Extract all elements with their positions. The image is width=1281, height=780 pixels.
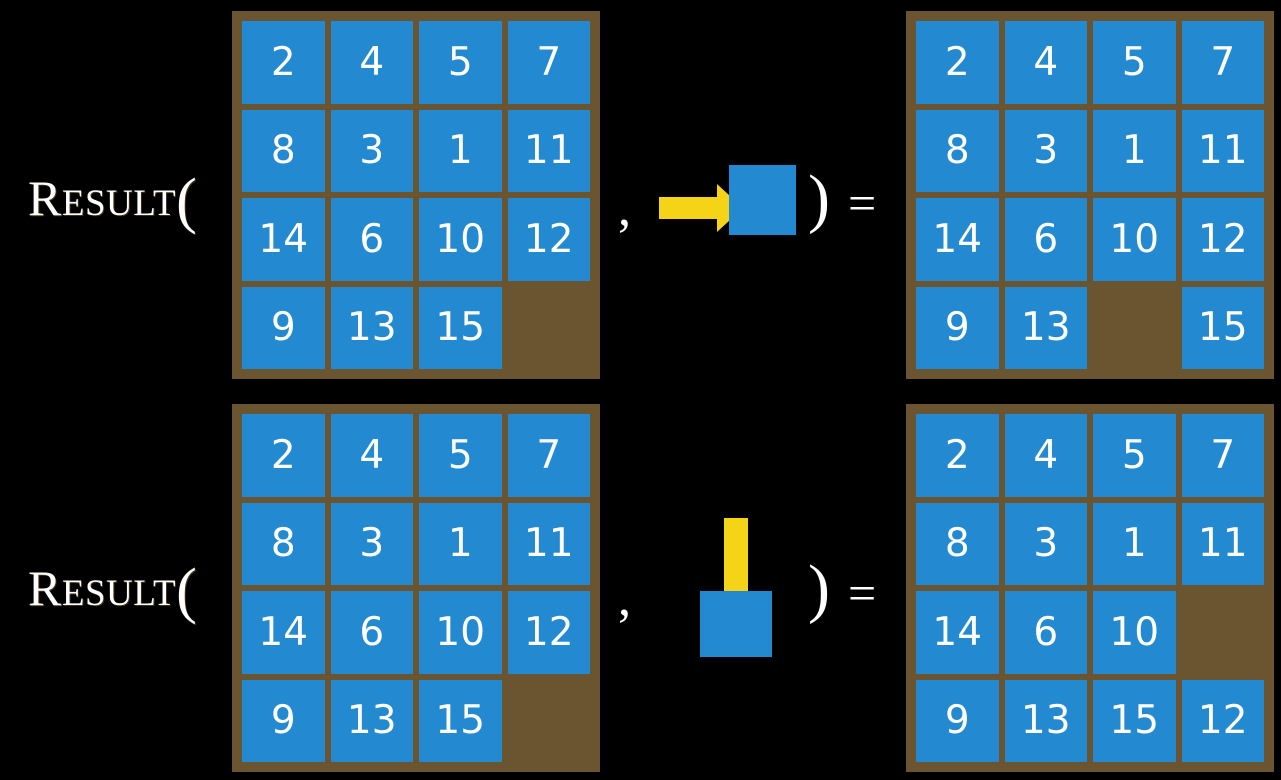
output-board-row-1: 2 4 5 7 8 3 1 11 14 6 10 12 9 13 15 xyxy=(906,11,1274,379)
tile[interactable]: 3 xyxy=(330,109,413,192)
tile[interactable]: 1 xyxy=(1093,502,1176,585)
tile[interactable]: 8 xyxy=(916,502,999,585)
output-grid-row-2: 2 4 5 7 8 3 1 11 14 6 10 9 13 15 12 xyxy=(916,414,1264,762)
blank-tile[interactable] xyxy=(1093,287,1176,370)
tile[interactable]: 9 xyxy=(916,286,999,369)
tile[interactable]: 9 xyxy=(916,679,999,762)
tile[interactable]: 13 xyxy=(330,286,413,369)
tile[interactable]: 9 xyxy=(242,286,325,369)
tile[interactable]: 7 xyxy=(1181,21,1264,104)
tile[interactable]: 10 xyxy=(419,591,502,674)
operator-area-row-1: , ) = xyxy=(600,0,906,390)
equation-row-2: RESULT( 2 4 5 7 8 3 1 11 14 6 10 12 9 13… xyxy=(0,390,1281,780)
tile[interactable]: 12 xyxy=(507,591,590,674)
tile[interactable]: 15 xyxy=(419,679,502,762)
tile[interactable]: 6 xyxy=(330,198,413,281)
tile[interactable]: 4 xyxy=(1004,414,1087,497)
tile[interactable]: 5 xyxy=(419,414,502,497)
tile[interactable]: 15 xyxy=(1093,679,1176,762)
tile[interactable]: 15 xyxy=(419,286,502,369)
tile[interactable]: 14 xyxy=(916,591,999,674)
tile[interactable]: 1 xyxy=(419,109,502,192)
close-paren: ) xyxy=(808,162,830,235)
move-down-tile[interactable] xyxy=(700,591,772,657)
tile[interactable]: 3 xyxy=(1004,502,1087,585)
tile[interactable]: 12 xyxy=(1181,679,1264,762)
result-initial-glyph: R xyxy=(28,170,62,226)
tile[interactable]: 3 xyxy=(1004,109,1087,192)
tile[interactable]: 12 xyxy=(507,198,590,281)
tile[interactable]: 6 xyxy=(1004,198,1087,281)
comma-separator: , xyxy=(618,180,631,237)
arrow-right-icon xyxy=(659,197,719,219)
tile[interactable]: 2 xyxy=(242,414,325,497)
tile[interactable]: 14 xyxy=(242,591,325,674)
tile[interactable]: 10 xyxy=(419,198,502,281)
tile[interactable]: 10 xyxy=(1093,591,1176,674)
tile[interactable]: 2 xyxy=(916,21,999,104)
blank-tile[interactable] xyxy=(1182,591,1265,674)
result-function-label-row-2: RESULT( xyxy=(28,554,197,622)
close-paren: ) xyxy=(808,552,830,625)
input-grid-row-2: 2 4 5 7 8 3 1 11 14 6 10 12 9 13 15 xyxy=(242,414,590,762)
input-board-row-1: 2 4 5 7 8 3 1 11 14 6 10 12 9 13 15 xyxy=(232,11,600,379)
arrow-down-icon xyxy=(724,518,748,600)
tile[interactable]: 8 xyxy=(242,502,325,585)
result-smallcaps-glyphs: ESULT xyxy=(61,573,177,614)
equals-sign: = xyxy=(848,175,877,231)
tile[interactable]: 8 xyxy=(242,109,325,192)
tile[interactable]: 13 xyxy=(330,679,413,762)
tile[interactable]: 8 xyxy=(916,109,999,192)
tile[interactable]: 6 xyxy=(1004,591,1087,674)
move-right-tile[interactable] xyxy=(729,165,796,235)
tile[interactable]: 11 xyxy=(1181,502,1264,585)
comma-separator: , xyxy=(618,570,631,627)
tile[interactable]: 5 xyxy=(1093,414,1176,497)
tile[interactable]: 9 xyxy=(242,679,325,762)
tile[interactable]: 2 xyxy=(242,21,325,104)
equals-sign: = xyxy=(848,565,877,621)
result-function-label-row-1: RESULT( xyxy=(28,164,197,232)
tile[interactable]: 14 xyxy=(242,198,325,281)
open-paren: ( xyxy=(176,557,198,625)
tile[interactable]: 12 xyxy=(1181,198,1264,281)
output-grid-row-1: 2 4 5 7 8 3 1 11 14 6 10 12 9 13 15 xyxy=(916,21,1264,369)
tile[interactable]: 7 xyxy=(1181,414,1264,497)
tile[interactable]: 7 xyxy=(507,21,590,104)
tile[interactable]: 15 xyxy=(1181,286,1264,369)
input-grid-row-1: 2 4 5 7 8 3 1 11 14 6 10 12 9 13 15 xyxy=(242,21,590,369)
tile[interactable]: 2 xyxy=(916,414,999,497)
tile[interactable]: 5 xyxy=(1093,21,1176,104)
tile[interactable]: 4 xyxy=(330,414,413,497)
tile[interactable]: 1 xyxy=(419,502,502,585)
tile[interactable]: 6 xyxy=(330,591,413,674)
result-label-initial: RESULT( xyxy=(28,170,197,232)
open-paren: ( xyxy=(176,167,198,235)
tile[interactable]: 4 xyxy=(330,21,413,104)
blank-tile[interactable] xyxy=(508,287,591,370)
blank-tile[interactable] xyxy=(508,680,591,763)
tile[interactable]: 10 xyxy=(1093,198,1176,281)
input-board-row-2: 2 4 5 7 8 3 1 11 14 6 10 12 9 13 15 xyxy=(232,404,600,772)
tile[interactable]: 11 xyxy=(507,502,590,585)
tile[interactable]: 7 xyxy=(507,414,590,497)
tile[interactable]: 5 xyxy=(419,21,502,104)
result-smallcaps-glyphs: ESULT xyxy=(61,183,177,224)
result-label-initial: RESULT( xyxy=(28,560,197,622)
tile[interactable]: 13 xyxy=(1004,286,1087,369)
tile[interactable]: 13 xyxy=(1004,679,1087,762)
tile[interactable]: 1 xyxy=(1093,109,1176,192)
tile[interactable]: 11 xyxy=(1181,109,1264,192)
equation-row-1: RESULT( 2 4 5 7 8 3 1 11 14 6 10 12 9 13… xyxy=(28,0,1274,390)
tile[interactable]: 4 xyxy=(1004,21,1087,104)
output-board-row-2: 2 4 5 7 8 3 1 11 14 6 10 9 13 15 12 xyxy=(906,404,1274,772)
tile[interactable]: 14 xyxy=(916,198,999,281)
tile[interactable]: 3 xyxy=(330,502,413,585)
operator-area-row-2: , ) = xyxy=(600,390,906,780)
tile[interactable]: 11 xyxy=(507,109,590,192)
result-initial-glyph: R xyxy=(28,560,62,616)
